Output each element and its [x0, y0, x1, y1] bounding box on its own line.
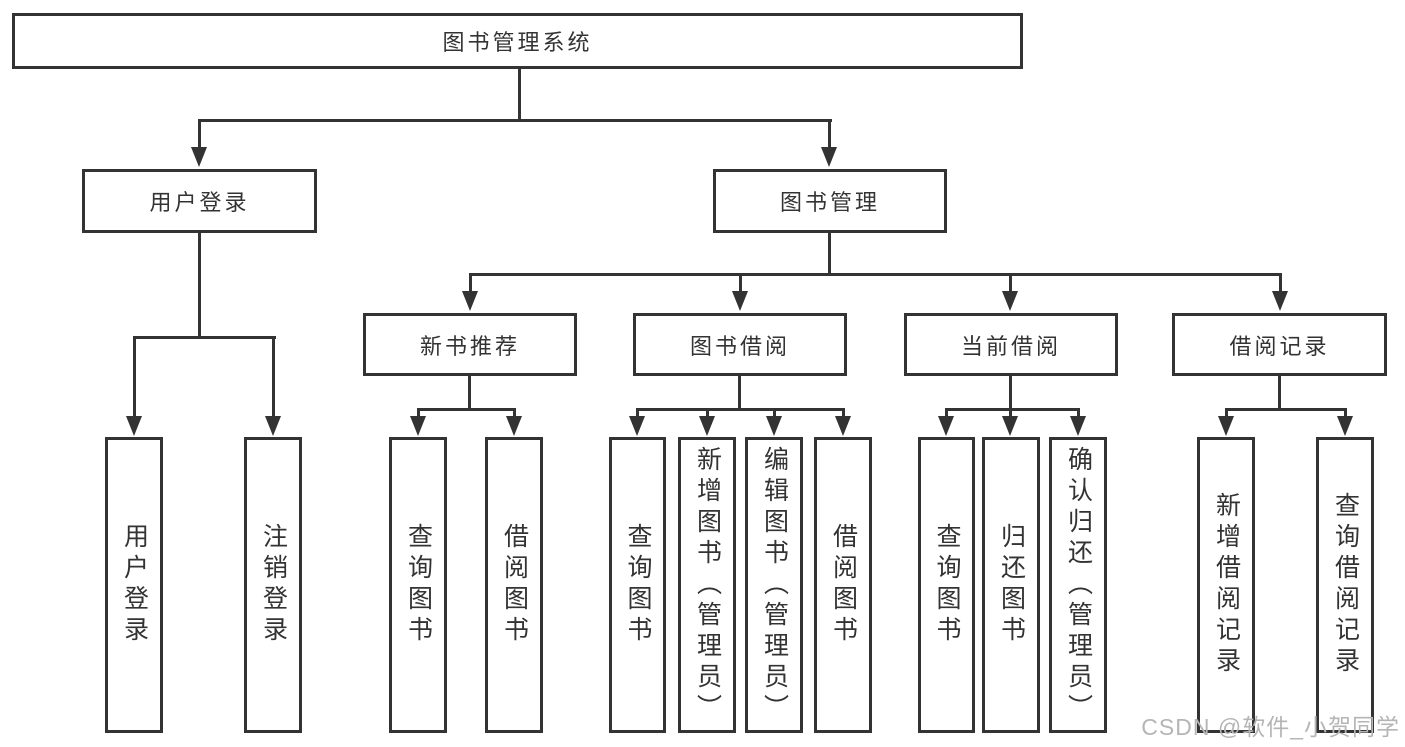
node-leaf-nb-query-books-label: 查询图书 — [404, 523, 433, 647]
node-leaf-cb-confirm-return-label: 确认归还（管理员） — [1064, 445, 1093, 725]
arrow-to-bb-query — [629, 416, 645, 436]
connector-bb-borrow-shaft — [842, 408, 845, 420]
connector-newbooks-shaft — [469, 273, 472, 295]
arrow-to-nb-borrow — [506, 416, 522, 436]
connector-currentborrow-hline — [945, 408, 1080, 411]
connector-bb-edit-shaft — [773, 408, 776, 420]
node-leaf-bb-query-books-label: 查询图书 — [624, 523, 652, 647]
node-book-mgmt: 图书管理 — [713, 169, 947, 233]
connector-borrowrecords-vline — [1278, 376, 1281, 408]
node-leaf-bb-add-books: 新增图书（管理员） — [678, 437, 736, 733]
node-leaf-nb-query-books: 查询图书 — [389, 437, 447, 733]
connector-bookmgmt-vline — [828, 233, 831, 273]
node-user-login: 用户登录 — [82, 169, 317, 233]
arrow-to-bb-add — [699, 416, 715, 436]
arrow-to-br-query — [1337, 416, 1353, 436]
node-borrow-records: 借阅记录 — [1172, 313, 1387, 376]
arrow-to-user-login — [191, 147, 207, 167]
node-leaf-cb-query-books-label: 查询图书 — [933, 523, 961, 647]
connector-bb-query-shaft — [636, 408, 639, 420]
connector-newbooks-vline — [468, 376, 471, 408]
connector-bb-add-shaft — [706, 408, 709, 420]
connector-br-add-shaft — [1225, 408, 1228, 420]
connector-borrowrecords-shaft — [1279, 273, 1282, 295]
node-leaf-cb-query-books: 查询图书 — [918, 437, 975, 733]
node-leaf-user-login: 用户登录 — [105, 437, 163, 733]
node-leaf-br-add-record-label: 新增借阅记录 — [1212, 492, 1241, 678]
connector-leaf-login-shaft — [133, 336, 136, 418]
connector-newbooks-hline — [417, 408, 516, 411]
node-new-books-label: 新书推荐 — [419, 333, 520, 359]
node-leaf-br-add-record: 新增借阅记录 — [1197, 437, 1255, 733]
arrow-to-current-borrow — [1002, 291, 1018, 311]
node-current-borrow: 当前借阅 — [904, 313, 1118, 376]
node-leaf-bb-add-books-label: 新增图书（管理员） — [693, 445, 722, 725]
node-leaf-nb-borrow-books: 借阅图书 — [485, 437, 543, 733]
connector-cb-return-shaft — [1009, 408, 1012, 420]
node-leaf-logout-label: 注销登录 — [259, 523, 288, 647]
node-leaf-cb-return-books: 归还图书 — [982, 437, 1040, 733]
connector-root-vline — [518, 69, 521, 121]
arrow-to-nb-query — [410, 416, 426, 436]
connector-nb-query-shaft — [417, 408, 420, 420]
connector-bookmgmt-shaft — [828, 119, 831, 151]
arrow-to-br-add — [1218, 416, 1234, 436]
arrow-to-cb-confirm — [1070, 416, 1086, 436]
node-leaf-bb-edit-books-label: 编辑图书（管理员） — [760, 445, 789, 725]
node-leaf-bb-query-books: 查询图书 — [609, 437, 666, 733]
node-borrow-records-label: 借阅记录 — [1229, 333, 1330, 359]
node-leaf-bb-edit-books: 编辑图书（管理员） — [745, 437, 803, 733]
connector-userlogin-vline — [198, 233, 201, 336]
node-leaf-br-query-record: 查询借阅记录 — [1316, 437, 1374, 733]
connector-bookborrow-vline — [738, 376, 741, 408]
node-leaf-nb-borrow-books-label: 借阅图书 — [500, 523, 529, 647]
connector-userlogin-shaft — [198, 119, 201, 151]
arrow-to-bb-edit — [766, 416, 782, 436]
node-leaf-bb-borrow-books: 借阅图书 — [814, 437, 872, 733]
connector-root-hline — [198, 119, 832, 122]
node-leaf-logout: 注销登录 — [244, 437, 302, 733]
arrow-to-cb-return — [1002, 416, 1018, 436]
node-leaf-cb-return-books-label: 归还图书 — [997, 523, 1026, 647]
node-leaf-br-query-record-label: 查询借阅记录 — [1331, 492, 1360, 678]
node-new-books: 新书推荐 — [363, 313, 577, 376]
node-leaf-user-login-label: 用户登录 — [120, 523, 149, 647]
connector-br-query-shaft — [1344, 408, 1347, 420]
node-user-login-label: 用户登录 — [149, 190, 250, 215]
connector-nb-borrow-shaft — [513, 408, 516, 420]
connector-userlogin-hline — [133, 336, 276, 339]
connector-currentborrow-vline — [1009, 376, 1012, 408]
connector-borrowrecords-hline — [1225, 408, 1347, 411]
connector-bookmgmt-hline — [469, 273, 1282, 276]
node-root-label: 图书管理系统 — [442, 30, 593, 55]
csdn-watermark: CSDN @软件_小贺同学 — [1141, 714, 1400, 740]
arrow-to-cb-query — [938, 416, 954, 436]
arrow-to-bb-borrow — [835, 416, 851, 436]
connector-currentborrow-shaft — [1009, 273, 1012, 295]
arrow-to-book-mgmt — [821, 147, 837, 167]
arrow-to-borrow-records — [1272, 291, 1288, 311]
arrow-to-leaf-login — [126, 416, 142, 436]
node-current-borrow-label: 当前借阅 — [960, 333, 1061, 359]
connector-cb-query-shaft — [945, 408, 948, 420]
node-leaf-bb-borrow-books-label: 借阅图书 — [829, 523, 858, 647]
arrow-to-leaf-logout — [265, 416, 281, 436]
arrow-to-book-borrow — [732, 291, 748, 311]
connector-bookborrow-shaft — [739, 273, 742, 295]
node-root: 图书管理系统 — [12, 13, 1023, 69]
node-book-mgmt-label: 图书管理 — [779, 190, 880, 215]
node-book-borrow: 图书借阅 — [633, 313, 847, 376]
connector-bookborrow-hline — [636, 408, 845, 411]
arrow-to-new-books — [462, 291, 478, 311]
node-book-borrow-label: 图书借阅 — [689, 333, 790, 359]
connector-cb-confirm-shaft — [1077, 408, 1080, 420]
connector-leaf-logout-shaft — [272, 336, 275, 418]
node-leaf-cb-confirm-return: 确认归还（管理员） — [1049, 437, 1107, 733]
